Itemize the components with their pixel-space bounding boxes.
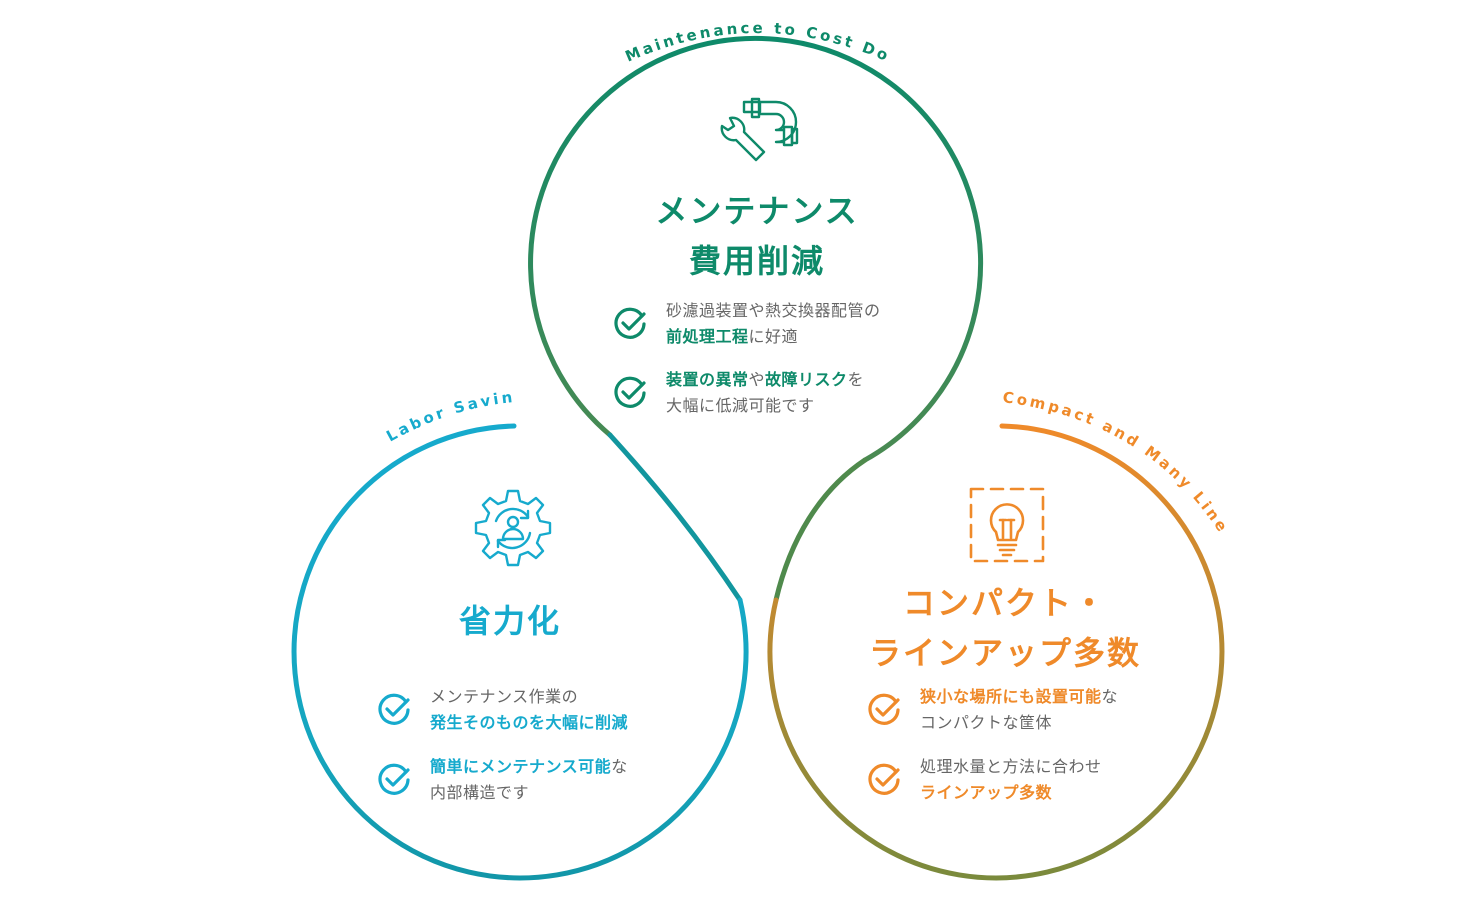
labor-arc-label: Labor Saving xyxy=(0,0,516,445)
feature-highlight: 発生そのものを大幅に削減 xyxy=(430,713,629,732)
maintenance-feature-2: 装置の異常や故障リスクを 大幅に低減可能です xyxy=(612,367,864,419)
labor-feature-2: 簡単にメンテナンス可能な 内部構造です xyxy=(376,754,628,806)
compact-title-line1: コンパクト・ xyxy=(902,584,1107,622)
feature-line: メンテナンス作業の xyxy=(430,687,579,706)
check-circle-icon xyxy=(378,693,410,725)
feature-line: コンパクトな筐体 xyxy=(920,713,1053,732)
compact-feature-1: 狭小な場所にも設置可能な コンパクトな筐体 xyxy=(866,684,1118,736)
labor-title: 省力化 xyxy=(458,602,561,640)
maintenance-left-neck xyxy=(607,432,743,603)
feature-line: 処理水量と方法に合わせ xyxy=(920,757,1102,776)
maintenance-circle xyxy=(528,35,984,463)
wrench-pipe-icon xyxy=(714,94,804,168)
check-circle-icon xyxy=(868,693,900,725)
maintenance-title-line2: 費用削減 xyxy=(688,242,825,280)
feature-text: を xyxy=(847,370,865,389)
lightbulb-icon xyxy=(968,486,1046,568)
feature-line: 砂濾過装置や熱交換器配管の xyxy=(666,301,881,320)
labor-feature-1: メンテナンス作業の 発生そのものを大幅に削減 xyxy=(376,684,628,736)
compact-feature-2: 処理水量と方法に合わせ ラインアップ多数 xyxy=(866,754,1102,806)
feature-highlight: 前処理工程 xyxy=(666,327,749,346)
maintenance-arc-label: Maintenance to Cost Down xyxy=(0,0,893,66)
maintenance-title: メンテナンス 費用削減 xyxy=(607,186,907,286)
feature-highlight: 簡単にメンテナンス可能 xyxy=(430,757,612,776)
check-circle-icon xyxy=(614,307,646,339)
labor-circle xyxy=(291,423,749,881)
feature-text: や xyxy=(748,370,766,389)
feature-text: な xyxy=(1101,687,1119,706)
check-circle-icon xyxy=(868,763,900,795)
feature-line: 内部構造です xyxy=(430,783,530,802)
feature-highlight: 狭小な場所にも設置可能 xyxy=(920,687,1102,706)
feature-highlight: ラインアップ多数 xyxy=(920,783,1053,802)
feature-text: な xyxy=(611,757,628,776)
check-circle-icon xyxy=(378,763,410,795)
check-circle-icon xyxy=(614,376,646,408)
maintenance-title-line1: メンテナンス xyxy=(655,192,859,230)
feature-text: に好適 xyxy=(748,327,799,346)
compact-title: コンパクト・ ラインアップ多数 xyxy=(850,578,1160,678)
compact-title-line2: ラインアップ多数 xyxy=(868,634,1141,672)
feature-line: 大幅に低減可能です xyxy=(666,396,815,415)
maintenance-right-neck xyxy=(773,457,868,603)
feature-highlight: 装置の異常 xyxy=(666,370,749,389)
gear-person-icon xyxy=(470,487,556,577)
feature-highlight: 故障リスク xyxy=(765,370,848,389)
compact-circle xyxy=(767,423,1225,881)
maintenance-feature-1: 砂濾過装置や熱交換器配管の 前処理工程に好適 xyxy=(612,298,881,350)
